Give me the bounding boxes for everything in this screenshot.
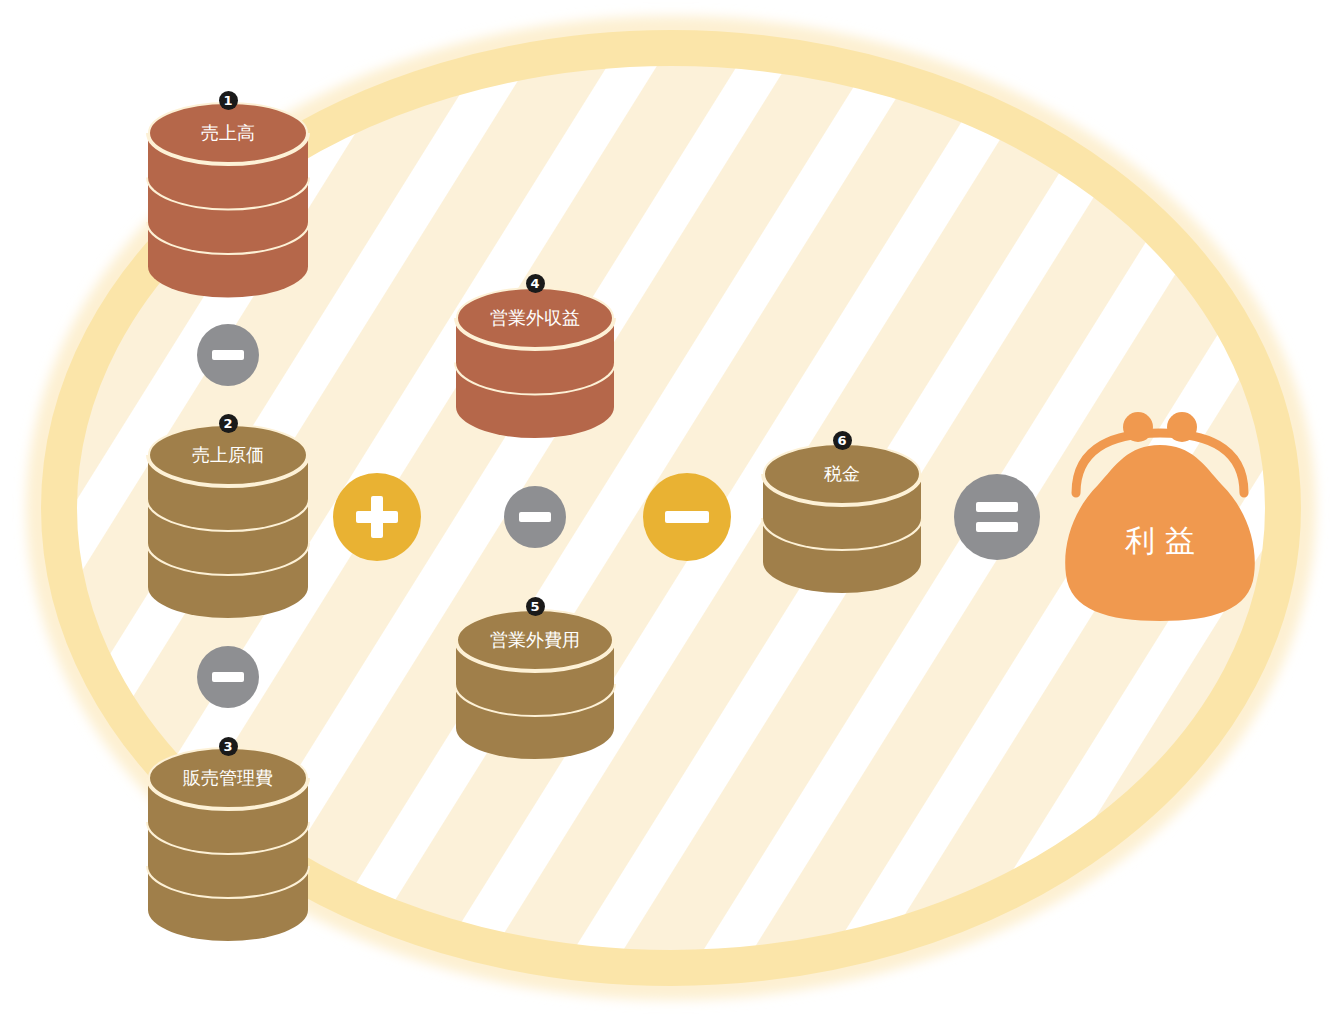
shape-outline [1058, 405, 1262, 625]
coin-stack: 営業外費用 [456, 609, 614, 759]
minus-operator [197, 324, 259, 386]
purse-clasp [1167, 412, 1197, 442]
coin-stack: 売上原価 [148, 424, 308, 618]
node-label: 売上原価 [148, 424, 308, 486]
purse-clasp [1123, 412, 1153, 442]
node-label: 販売管理費 [148, 747, 308, 809]
background-ellipse [59, 48, 1283, 968]
profit-purse: 利益 [1058, 405, 1262, 625]
coin-top [149, 425, 307, 485]
node-label: 営業外収益 [456, 287, 614, 349]
coin-stack: 税金 [763, 443, 921, 593]
minus-operator [197, 646, 259, 708]
callout-number: 2 [219, 414, 238, 433]
callout-number: 1 [219, 91, 238, 110]
callout-number: 6 [833, 431, 852, 450]
equals-operator [954, 474, 1040, 560]
node-label: 利益 [1058, 500, 1262, 580]
coin-top [149, 103, 307, 163]
minus-operator [643, 473, 731, 561]
callout-number: 4 [526, 274, 545, 293]
outer-glow [26, 16, 1316, 1000]
node-label: 売上高 [148, 102, 308, 164]
coin-stack: 販売管理費 [148, 747, 308, 941]
node-label: 営業外費用 [456, 609, 614, 671]
coin-stack: 売上高 [148, 102, 308, 298]
plus-operator [333, 473, 421, 561]
callout-number: 5 [526, 597, 545, 616]
minus-operator [504, 486, 566, 548]
coin-top [149, 748, 307, 808]
coin-top [457, 288, 613, 348]
callout-number: 3 [219, 737, 238, 756]
coin-stack: 営業外収益 [456, 287, 614, 438]
coin-top [764, 444, 920, 504]
coin-top [457, 610, 613, 670]
node-label: 税金 [763, 443, 921, 505]
